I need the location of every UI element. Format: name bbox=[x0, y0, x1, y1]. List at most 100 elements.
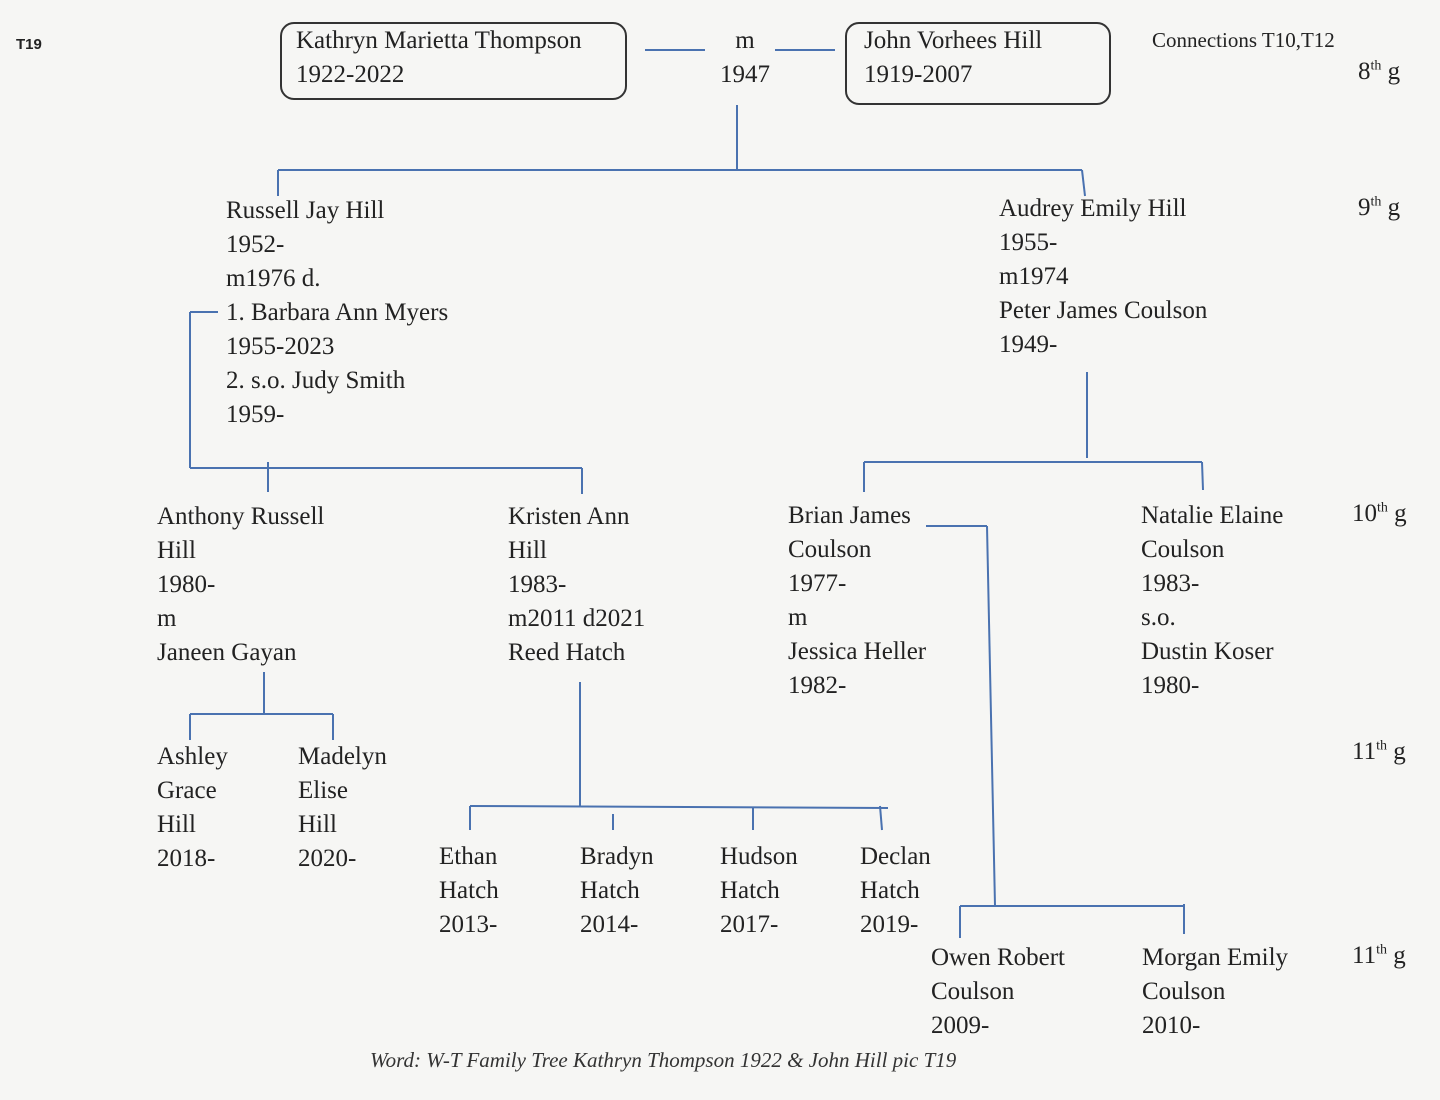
person-line: 2010- bbox=[1142, 1012, 1201, 1039]
audrey-drop bbox=[1081, 169, 1086, 197]
person-line: Hatch bbox=[439, 877, 499, 904]
person-line: Owen Robert bbox=[931, 944, 1065, 971]
gen-suffix-sup: th bbox=[1370, 58, 1382, 74]
person-line: Hill bbox=[508, 537, 547, 564]
person-line: Hill bbox=[157, 537, 196, 564]
person-line: Kristen Ann bbox=[508, 503, 630, 530]
gen-suffix-sup: th bbox=[1376, 942, 1387, 958]
brian-descent-line bbox=[986, 525, 996, 907]
document-caption: Word: W-T Family Tree Kathryn Thompson 1… bbox=[370, 1048, 957, 1072]
person-line: Jessica Heller bbox=[788, 638, 927, 665]
person-line: Elise bbox=[298, 777, 348, 804]
person-box-john bbox=[845, 22, 1111, 105]
person-line: 1. Barbara Ann Myers bbox=[226, 299, 449, 326]
person-ashley: Ashley Grace Hill 2018- bbox=[157, 740, 228, 876]
person-line: 1982- bbox=[788, 672, 847, 699]
person-line: Declan bbox=[860, 843, 931, 870]
person-line: 1977- bbox=[788, 570, 847, 597]
person-line: 1980- bbox=[157, 571, 216, 598]
person-line: 2. s.o. Judy Smith bbox=[226, 367, 406, 394]
person-dates: 1919-2007 bbox=[864, 61, 973, 88]
gen-letter: g bbox=[1394, 500, 1407, 527]
person-declan: Declan Hatch 2019- bbox=[860, 840, 931, 942]
person-owen: Owen Robert Coulson 2009- bbox=[931, 941, 1065, 1043]
person-morgan: Morgan Emily Coulson 2010- bbox=[1142, 941, 1288, 1043]
gen-suffix-sup: th bbox=[1377, 500, 1388, 516]
person-line: Hatch bbox=[720, 877, 780, 904]
person-anthony: Anthony Russell Hill 1980- m Janeen Gaya… bbox=[157, 500, 324, 670]
person-line: Coulson bbox=[931, 978, 1015, 1005]
gen-number: 10 bbox=[1352, 500, 1377, 527]
generation-label-10: 10th g bbox=[1352, 500, 1407, 528]
gen-number: 9 bbox=[1358, 194, 1371, 221]
person-line: m bbox=[788, 604, 808, 631]
gen-number: 8 bbox=[1358, 58, 1371, 85]
natalie-drop bbox=[1201, 461, 1204, 491]
person-line: Russell Jay Hill bbox=[226, 197, 385, 224]
person-line: Ethan bbox=[439, 843, 498, 870]
person-line: Coulson bbox=[1141, 536, 1225, 563]
gen-number: 11 bbox=[1352, 942, 1377, 969]
person-hudson: Hudson Hatch 2017- bbox=[720, 840, 798, 942]
gen-suffix-sup: th bbox=[1376, 738, 1387, 754]
person-line: Morgan Emily bbox=[1142, 944, 1289, 971]
person-line: 2017- bbox=[720, 911, 779, 938]
person-line: Reed Hatch bbox=[508, 639, 626, 666]
person-line: Hudson bbox=[720, 843, 798, 870]
person-kristen: Kristen Ann Hill 1983- m2011 d2021 Reed … bbox=[508, 500, 645, 670]
person-line: 1959- bbox=[226, 401, 285, 428]
person-line: Natalie Elaine bbox=[1141, 502, 1284, 529]
gen-number: 11 bbox=[1352, 738, 1377, 765]
generation-label-9: 9th g bbox=[1358, 194, 1400, 222]
person-line: Ashley bbox=[157, 743, 228, 770]
person-line: Hill bbox=[298, 811, 337, 838]
marriage-label: m bbox=[735, 27, 755, 54]
declan-drop bbox=[879, 805, 883, 831]
person-ethan: Ethan Hatch 2013- bbox=[439, 840, 499, 942]
gen-letter: g bbox=[1393, 942, 1406, 969]
person-line: 1952- bbox=[226, 231, 285, 258]
person-line: Anthony Russell bbox=[157, 503, 325, 530]
person-line: Audrey Emily Hill bbox=[999, 195, 1187, 222]
person-russell: Russell Jay Hill 1952- m1976 d. 1. Barba… bbox=[226, 194, 448, 432]
person-line: Grace bbox=[157, 777, 217, 804]
connections-label: Connections T10,T12 bbox=[1152, 28, 1335, 52]
generation-label-11: 11th g bbox=[1352, 738, 1406, 766]
person-line: Bradyn bbox=[580, 843, 654, 870]
person-john: John Vorhees Hill 1919-2007 bbox=[864, 24, 1042, 92]
generation-label-11-coulson: 11th g bbox=[1352, 942, 1406, 970]
person-line: Hatch bbox=[860, 877, 920, 904]
person-line: 2019- bbox=[860, 911, 919, 938]
person-line: Coulson bbox=[788, 536, 872, 563]
person-line: 2020- bbox=[298, 845, 357, 872]
person-line: Brian James bbox=[788, 502, 911, 529]
gen-letter: g bbox=[1387, 194, 1401, 221]
person-line: 1949- bbox=[999, 331, 1058, 358]
person-line: Hatch bbox=[580, 877, 640, 904]
person-line: 1983- bbox=[508, 571, 567, 598]
person-line: 1955- bbox=[999, 229, 1058, 256]
page-tag: T19 bbox=[16, 36, 42, 53]
person-line: Coulson bbox=[1142, 978, 1226, 1005]
person-name: Kathryn Marietta Thompson bbox=[296, 27, 582, 54]
person-natalie: Natalie Elaine Coulson 1983- s.o. Dustin… bbox=[1141, 499, 1283, 703]
person-line: m1976 d. bbox=[226, 265, 321, 292]
person-line: Hill bbox=[157, 811, 196, 838]
person-audrey: Audrey Emily Hill 1955- m1974 Peter Jame… bbox=[999, 192, 1207, 362]
person-line: Janeen Gayan bbox=[157, 639, 297, 666]
person-line: m1974 bbox=[999, 263, 1069, 290]
person-box-kathryn bbox=[280, 22, 627, 100]
person-line: 1955-2023 bbox=[226, 333, 335, 360]
root-marriage: m 1947 bbox=[700, 24, 790, 92]
person-line: 1980- bbox=[1141, 672, 1200, 699]
person-line: s.o. bbox=[1141, 604, 1176, 631]
gen-letter: g bbox=[1387, 58, 1401, 85]
person-line: 1983- bbox=[1141, 570, 1200, 597]
person-line: m bbox=[157, 605, 177, 632]
gen-suffix-sup: th bbox=[1370, 194, 1382, 210]
gen-letter: g bbox=[1393, 738, 1406, 765]
person-madelyn: Madelyn Elise Hill 2020- bbox=[298, 740, 387, 876]
person-line: 2014- bbox=[580, 911, 639, 938]
person-line: Madelyn bbox=[298, 743, 387, 770]
person-line: m2011 d2021 bbox=[508, 605, 646, 632]
